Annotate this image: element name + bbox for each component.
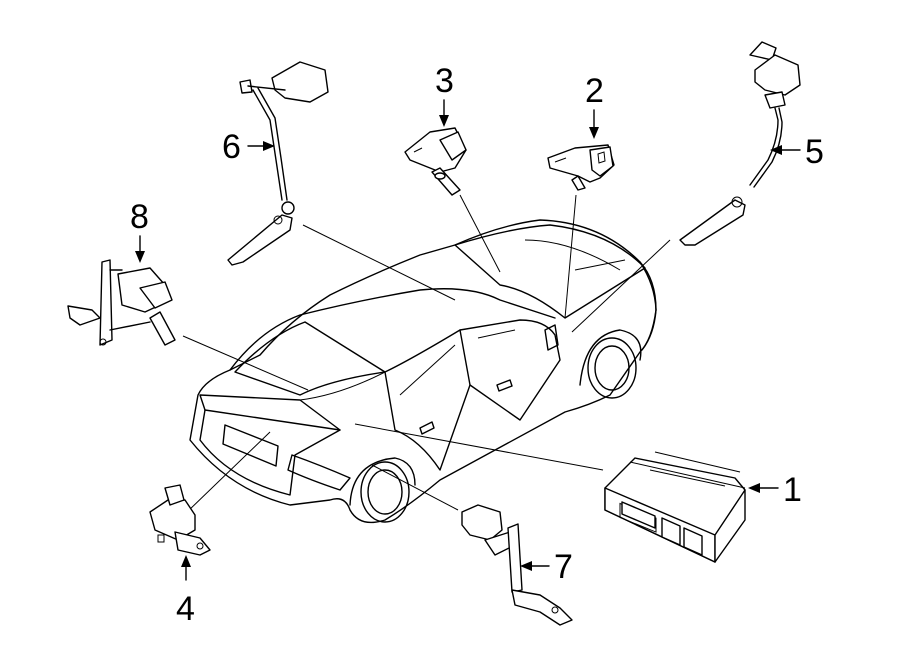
part-8-level-sensor — [67, 259, 176, 346]
callout-7: 7 — [554, 548, 573, 586]
part-5-level-sensor — [679, 41, 801, 246]
callout-arrows — [135, 99, 801, 581]
callout-2: 2 — [585, 72, 604, 110]
callout-5: 5 — [805, 133, 824, 171]
part-7-level-sensor — [461, 504, 573, 626]
callout-8: 8 — [130, 198, 149, 236]
part-4-sensor — [149, 484, 211, 556]
callout-4: 4 — [176, 590, 195, 628]
part-3-sensor-bracket — [404, 127, 467, 196]
callout-3: 3 — [435, 62, 454, 100]
callout-1: 1 — [783, 471, 802, 509]
car-body — [189, 219, 657, 524]
part-2-sensor-bracket — [547, 144, 615, 191]
callout-6: 6 — [222, 128, 241, 166]
part-1-control-module — [604, 451, 746, 563]
leader-lines — [182, 194, 671, 514]
part-6-level-sensor — [227, 61, 329, 266]
